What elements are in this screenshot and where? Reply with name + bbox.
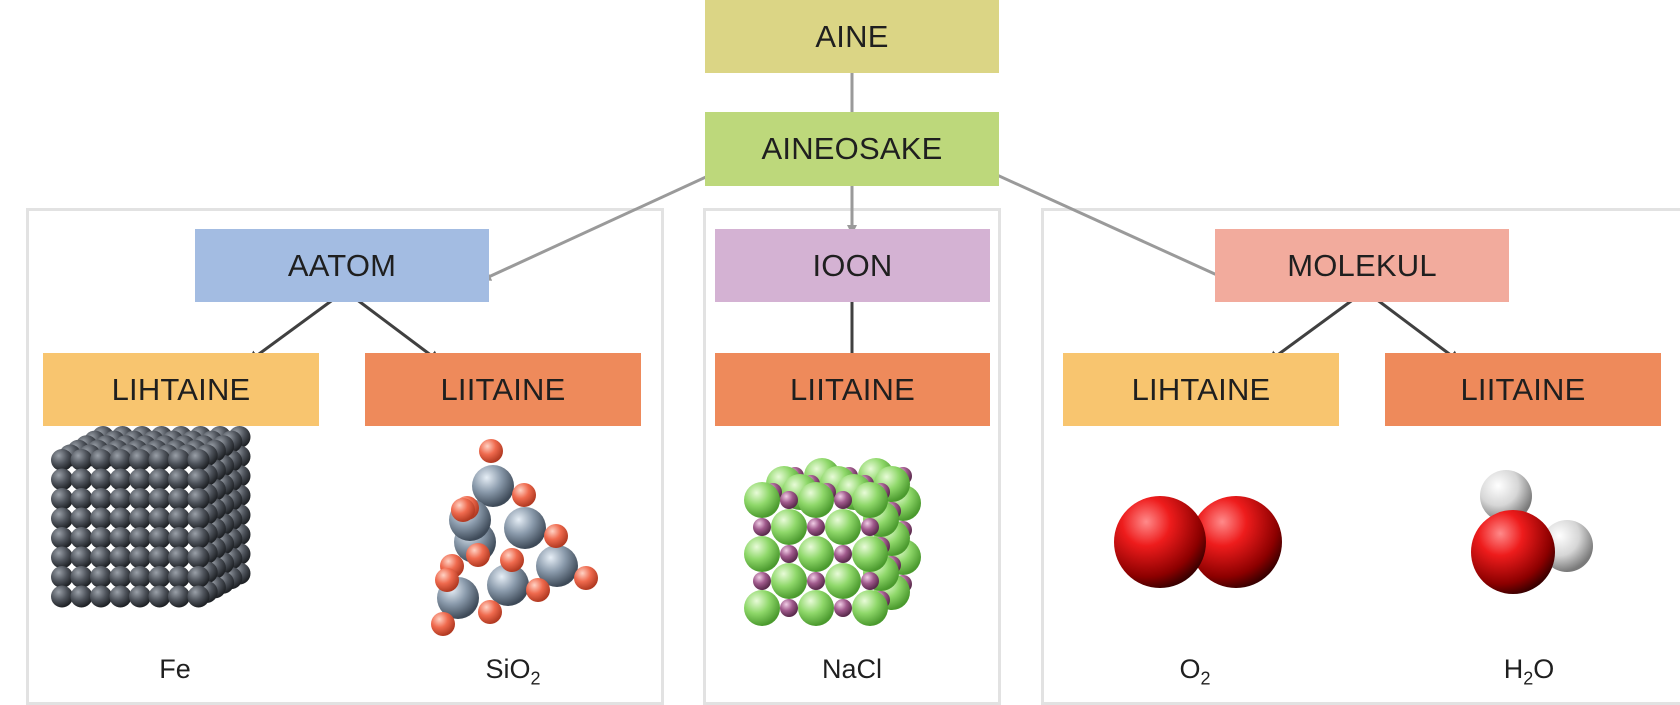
caption-h2o-o: O <box>1533 654 1555 684</box>
caption-fe: Fe <box>105 654 245 685</box>
node-ioon: IOON <box>715 229 990 302</box>
arrow-molekul-lihtaine <box>1267 294 1359 364</box>
oxygen-molecule-image <box>1114 496 1282 588</box>
water-molecule-image <box>1471 470 1593 594</box>
node-ioon-liitaine: LIITAINE <box>715 353 990 426</box>
arrow-molekul-liitaine <box>1371 294 1461 364</box>
node-molekul-liitaine: LIITAINE <box>1385 353 1661 426</box>
node-aatom-lihtaine: LIHTAINE <box>43 353 319 426</box>
caption-o2: O2 <box>1125 654 1265 689</box>
iron-lattice-image <box>51 426 251 608</box>
caption-sio2: SiO2 <box>443 654 583 689</box>
node-aatom-liitaine: LIITAINE <box>365 353 641 426</box>
caption-sio2-sub: 2 <box>530 668 541 689</box>
caption-o2-sub: 2 <box>1200 668 1211 689</box>
salt-crystal-image <box>744 458 921 626</box>
node-aatom: AATOM <box>195 229 489 302</box>
arrow-aineosake-aatom <box>481 163 733 282</box>
node-aine: AINE <box>705 0 999 73</box>
caption-fe-text: Fe <box>159 654 191 684</box>
caption-nacl: NaCl <box>782 654 922 685</box>
node-aineosake: AINEOSAKE <box>705 112 999 186</box>
silica-structure-image <box>431 439 598 636</box>
caption-nacl-text: NaCl <box>821 654 882 684</box>
arrow-aatom-lihtaine <box>247 294 339 364</box>
arrow-aatom-liitaine <box>351 294 441 364</box>
caption-sio2-base: SiO <box>485 654 531 684</box>
caption-h2o-h: H <box>1503 654 1524 684</box>
caption-h2o-sub: 2 <box>1523 668 1534 689</box>
node-molekul: MOLEKUL <box>1215 229 1509 302</box>
caption-h2o: H2O <box>1459 654 1599 689</box>
arrow-aineosake-molekul <box>974 163 1229 282</box>
caption-o2-base: O <box>1179 654 1201 684</box>
node-molekul-lihtaine: LIHTAINE <box>1063 353 1339 426</box>
